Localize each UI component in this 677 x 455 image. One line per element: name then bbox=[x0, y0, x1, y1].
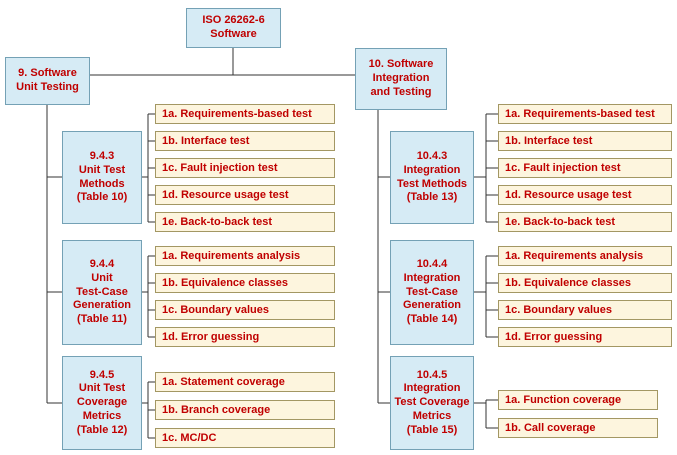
leaf-item: 1b. Interface test bbox=[155, 131, 335, 151]
branch-unit-testing-node: 9. Software Unit Testing bbox=[5, 57, 90, 105]
branch-integration-testing-node: 10. Software Integration and Testing bbox=[355, 48, 447, 110]
root-node: ISO 26262-6 Software bbox=[186, 8, 281, 48]
leaf-item: 1a. Requirements analysis bbox=[498, 246, 672, 266]
group-10-4-4-node: 10.4.4 Integration Test-Case Generation … bbox=[390, 240, 474, 345]
leaf-item: 1d. Resource usage test bbox=[155, 185, 335, 205]
leaf-item: 1a. Statement coverage bbox=[155, 372, 335, 392]
leaf-item: 1c. Boundary values bbox=[155, 300, 335, 320]
group-9-4-3-node: 9.4.3 Unit Test Methods (Table 10) bbox=[62, 131, 142, 224]
leaf-item: 1c. Boundary values bbox=[498, 300, 672, 320]
group-10-4-5-node: 10.4.5 Integration Test Coverage Metrics… bbox=[390, 356, 474, 450]
group-9-4-4-node: 9.4.4 Unit Test-Case Generation (Table 1… bbox=[62, 240, 142, 345]
leaf-item: 1d. Error guessing bbox=[155, 327, 335, 347]
leaf-item: 1d. Resource usage test bbox=[498, 185, 672, 205]
group-9-4-5-node: 9.4.5 Unit Test Coverage Metrics (Table … bbox=[62, 356, 142, 450]
leaf-item: 1e. Back-to-back test bbox=[498, 212, 672, 232]
leaf-item: 1d. Error guessing bbox=[498, 327, 672, 347]
leaf-item: 1c. Fault injection test bbox=[498, 158, 672, 178]
leaf-item: 1c. MC/DC bbox=[155, 428, 335, 448]
leaf-item: 1c. Fault injection test bbox=[155, 158, 335, 178]
group-10-4-3-node: 10.4.3 Integration Test Methods (Table 1… bbox=[390, 131, 474, 224]
leaf-item: 1a. Requirements analysis bbox=[155, 246, 335, 266]
leaf-item: 1e. Back-to-back test bbox=[155, 212, 335, 232]
leaf-item: 1b. Equivalence classes bbox=[498, 273, 672, 293]
leaf-item: 1b. Interface test bbox=[498, 131, 672, 151]
leaf-item: 1a. Requirements-based test bbox=[498, 104, 672, 124]
leaf-item: 1a. Requirements-based test bbox=[155, 104, 335, 124]
leaf-item: 1a. Function coverage bbox=[498, 390, 658, 410]
leaf-item: 1b. Call coverage bbox=[498, 418, 658, 438]
leaf-item: 1b. Branch coverage bbox=[155, 400, 335, 420]
leaf-item: 1b. Equivalence classes bbox=[155, 273, 335, 293]
